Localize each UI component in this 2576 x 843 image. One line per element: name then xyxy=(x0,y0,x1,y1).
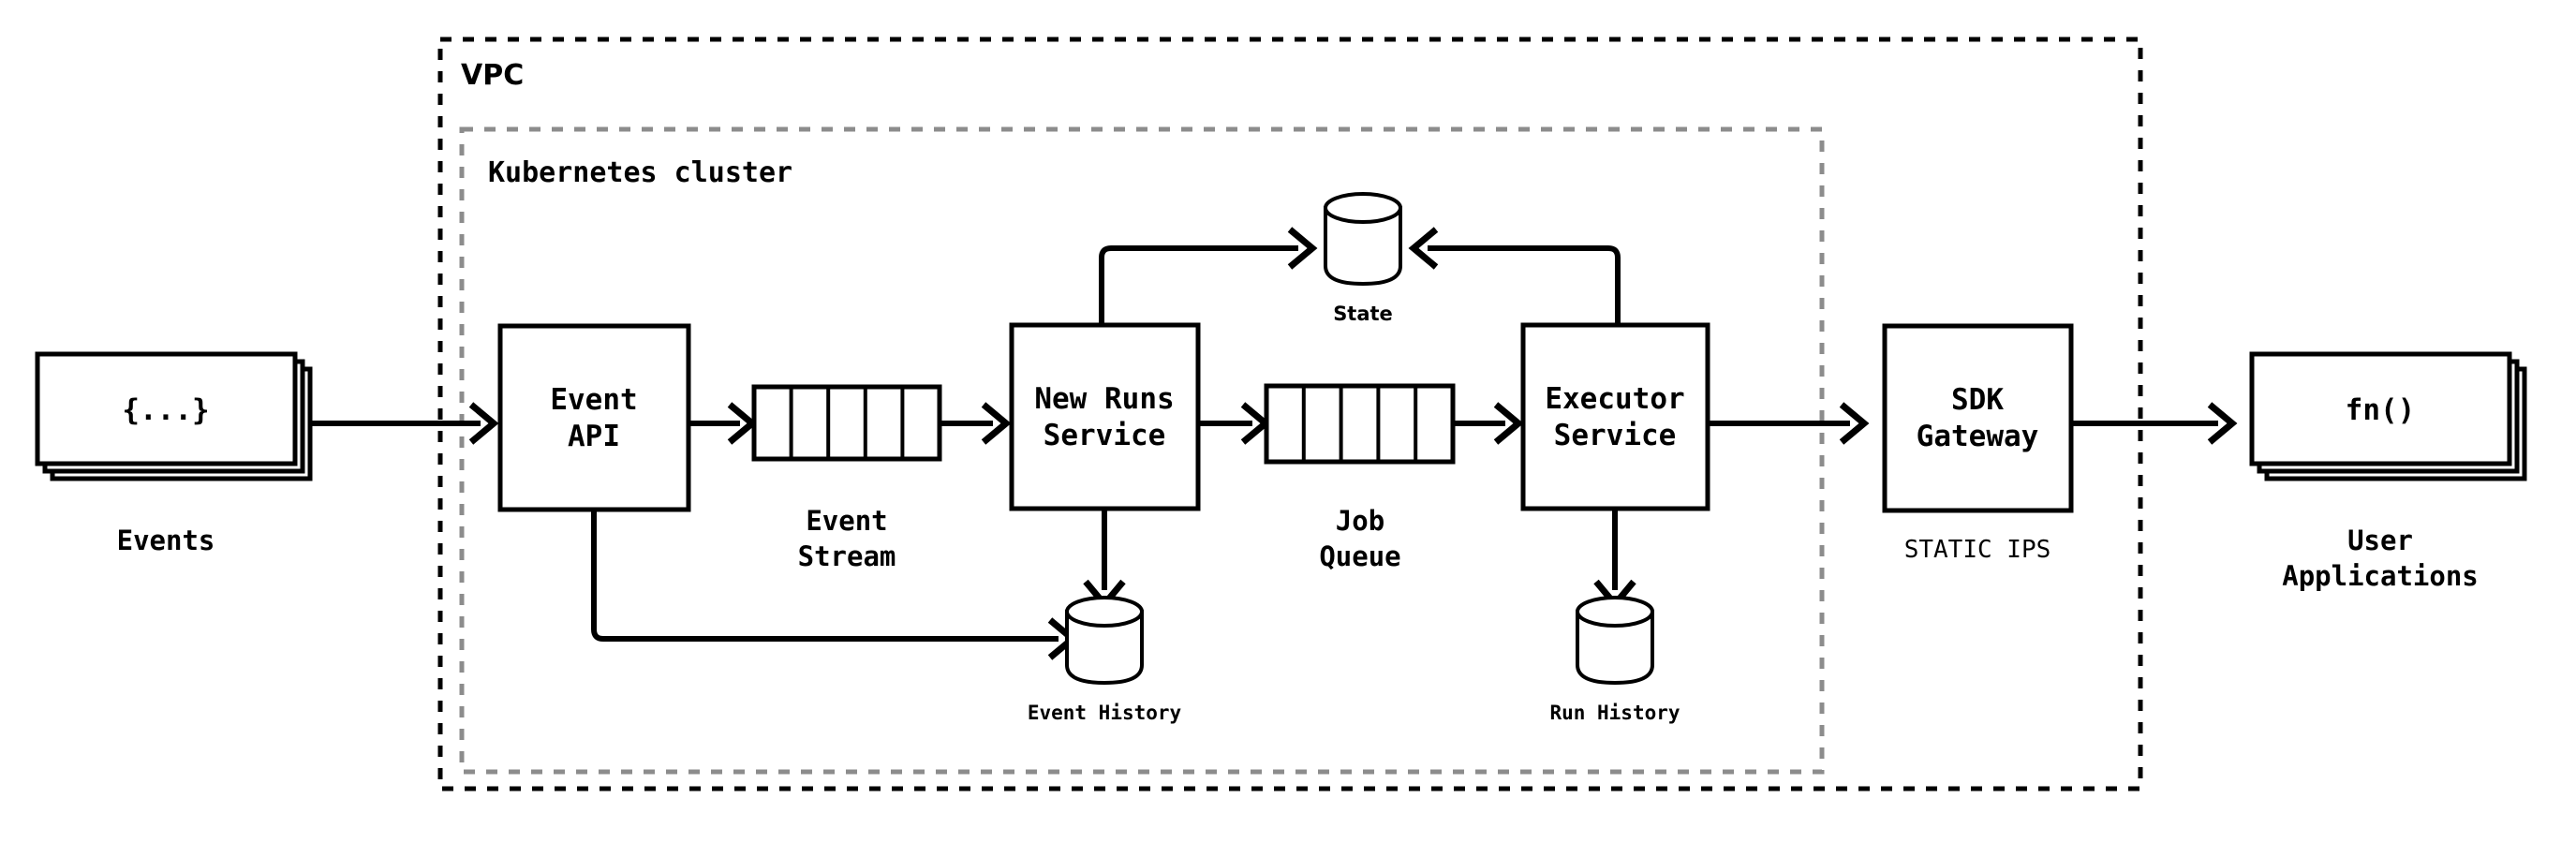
event-api-label-line1: Event xyxy=(550,383,637,417)
event-stream-queue xyxy=(751,384,942,462)
edge-events-to-event-api xyxy=(310,402,499,445)
user-applications-caption-line2: Applications xyxy=(2282,560,2479,592)
sdk-gateway-label-line2: Gateway xyxy=(1917,420,2039,453)
state-caption: State xyxy=(1333,303,1393,325)
edge-executor-to-sdk-gateway xyxy=(1708,402,1870,445)
event-api-node: Event API xyxy=(497,323,691,512)
events-node: {...} Events xyxy=(35,351,313,556)
edge-sdk-gateway-to-user-applications xyxy=(2071,402,2238,445)
user-applications-card-front xyxy=(2249,351,2512,466)
new-runs-service-box xyxy=(1009,322,1201,511)
edge-new-runs-to-job-queue xyxy=(1198,402,1271,445)
vpc-boundary xyxy=(437,37,2143,791)
vpc-label: VPC xyxy=(461,59,524,92)
new-runs-service-label-line2: Service xyxy=(1044,419,1166,452)
run-history-cylinder-top xyxy=(1576,596,1654,628)
events-card-front xyxy=(35,351,298,466)
new-runs-service-node: New Runs Service xyxy=(1009,322,1201,511)
event-history-node: Event History xyxy=(1028,596,1182,724)
sdk-gateway-node: SDK Gateway STATIC IPS xyxy=(1882,323,2074,564)
sdk-gateway-static-ips-caption: STATIC IPS xyxy=(1904,536,2051,564)
executor-service-box xyxy=(1520,322,1710,511)
event-stream-caption-line2: Stream xyxy=(798,540,896,572)
event-stream-caption-line1: Event xyxy=(806,505,887,537)
edge-new-runs-to-state xyxy=(1099,227,1318,325)
run-history-node: Run History xyxy=(1549,596,1680,724)
event-history-caption: Event History xyxy=(1028,702,1182,724)
user-applications-card-text: fn() xyxy=(2346,393,2416,427)
run-history-cylinder-body xyxy=(1576,610,1654,686)
events-card-text: {...} xyxy=(122,393,209,427)
state-cylinder-body xyxy=(1324,206,1402,287)
edge-executor-to-state xyxy=(1408,227,1621,325)
state-cylinder-top xyxy=(1324,192,1402,224)
job-queue-caption-line2: Queue xyxy=(1319,540,1400,572)
sdk-gateway-label-line1: SDK xyxy=(1951,383,2004,417)
events-caption: Events xyxy=(117,525,215,556)
edge-job-queue-to-executor xyxy=(1453,402,1524,445)
event-stream-node: Event Stream xyxy=(751,384,942,572)
event-history-cylinder-top xyxy=(1065,596,1144,628)
run-history-caption: Run History xyxy=(1549,702,1680,724)
kubernetes-cluster-label: Kubernetes cluster xyxy=(488,156,792,189)
user-applications-node: fn() User Applications xyxy=(2249,351,2527,592)
kubernetes-cluster-boundary xyxy=(459,126,1825,775)
event-api-label-line2: API xyxy=(568,420,620,453)
new-runs-service-label-line1: New Runs xyxy=(1034,382,1174,416)
event-history-cylinder-body xyxy=(1065,610,1144,686)
executor-service-label-line2: Service xyxy=(1554,419,1677,452)
job-queue-node: Job Queue xyxy=(1264,383,1456,572)
edge-executor-to-run-history xyxy=(1593,509,1636,610)
event-api-box xyxy=(497,323,691,512)
executor-service-node: Executor Service xyxy=(1520,322,1710,511)
edge-event-stream-to-new-runs xyxy=(940,402,1012,445)
edge-event-api-to-event-stream xyxy=(688,402,758,445)
sdk-gateway-box xyxy=(1882,323,2074,513)
user-applications-caption-line1: User xyxy=(2347,525,2413,556)
job-queue-caption-line1: Job xyxy=(1336,505,1384,537)
job-queue xyxy=(1264,383,1456,465)
edge-new-runs-to-event-history xyxy=(1083,509,1126,610)
state-node: State xyxy=(1324,192,1402,325)
executor-service-label-line1: Executor xyxy=(1545,382,1684,416)
